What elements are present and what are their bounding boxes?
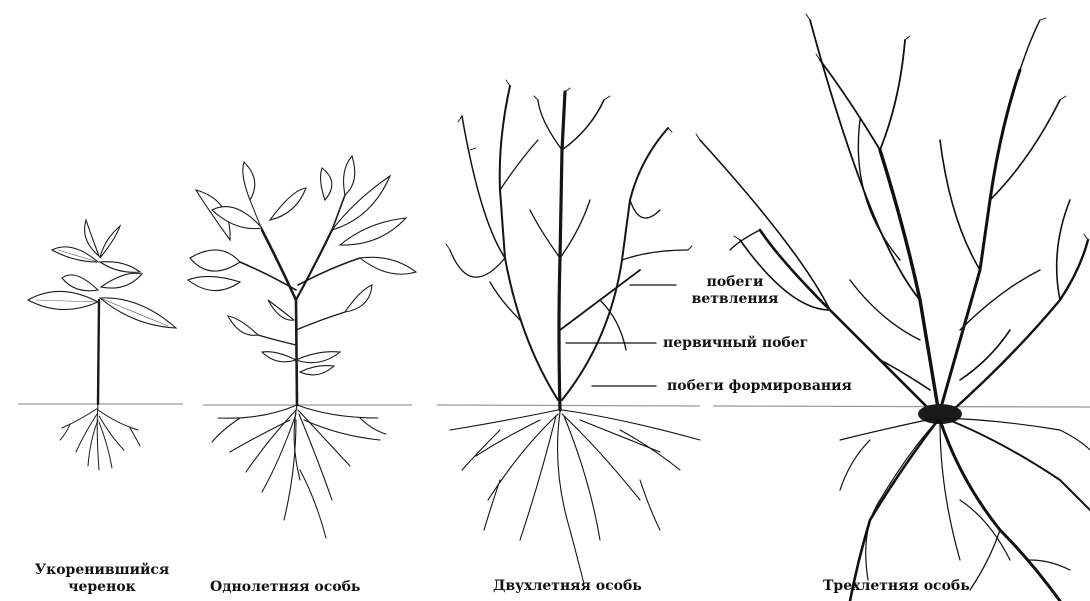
stage-label-two-year: Двухлетняя особь: [493, 578, 642, 595]
stage-label-line: черенок: [22, 579, 182, 596]
annotation-forming-shoots: побеги формирования: [667, 378, 852, 395]
annotation-line: побеги: [690, 274, 780, 291]
stage-label-one-year: Однолетняя особь: [210, 579, 360, 596]
stage-label-line: Укоренившийся: [22, 562, 182, 579]
stage-label-rooted-cutting: Укоренившийся черенок: [22, 562, 182, 596]
plant-rooted-cutting: [28, 220, 176, 470]
annotation-primary-shoot: первичный побег: [663, 335, 808, 352]
plant-two-year: [446, 80, 700, 584]
annotation-branching-shoots: побеги ветвления: [690, 274, 780, 308]
stage-label-three-year: Трехлетняя особь: [823, 578, 970, 595]
plant-one-year: [188, 156, 416, 538]
annotation-line: ветвления: [690, 291, 780, 308]
